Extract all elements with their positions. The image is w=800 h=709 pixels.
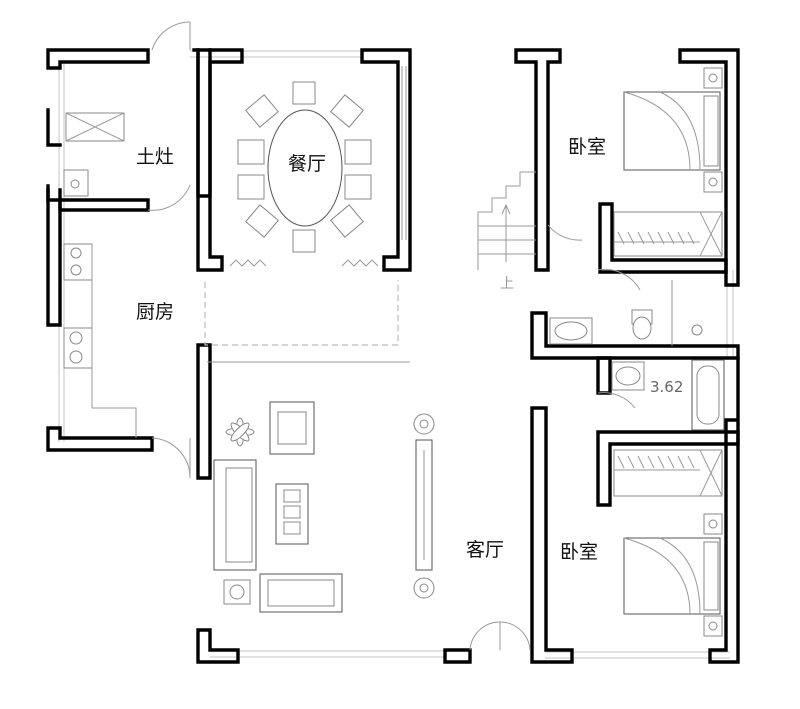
doors	[147, 21, 641, 651]
kitchen-fixtures	[63, 112, 137, 438]
stairs	[477, 171, 536, 270]
bathroom-fixtures	[549, 280, 725, 431]
room-label-tuzao: 土灶	[136, 146, 174, 168]
stair-up-label: 上	[500, 276, 514, 292]
corridor-outline	[204, 280, 410, 363]
walls	[46, 48, 740, 664]
bedroom-bottom-furniture	[613, 449, 723, 637]
room-label-living: 客厅	[466, 539, 504, 561]
room-label-kitchen: 厨房	[136, 301, 174, 323]
room-label-dining: 餐厅	[288, 153, 326, 175]
room-label-bedroom-top: 卧室	[568, 136, 606, 158]
dining-table	[237, 81, 372, 253]
bedroom-top-furniture	[613, 67, 723, 257]
room-label-bedroom-bottom: 卧室	[560, 541, 598, 563]
living-furniture	[213, 401, 435, 613]
dimension-label: 3.62	[650, 378, 683, 396]
